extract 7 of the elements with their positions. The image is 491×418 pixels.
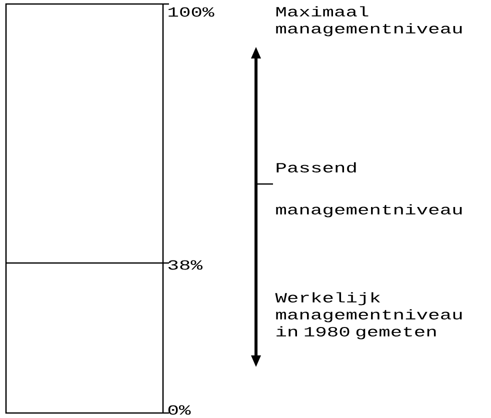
level-text: Werkelijk managementniveau in 1980 gemeten bbox=[275, 292, 462, 340]
tick-label: 38% bbox=[168, 260, 202, 270]
leader-line bbox=[256, 183, 273, 185]
tick-label: 0% bbox=[168, 405, 191, 415]
level-text: Passend managementniveau bbox=[276, 162, 462, 218]
level-text: Maximaal managementniveau bbox=[276, 6, 462, 36]
tick-label: 100% bbox=[168, 7, 214, 17]
